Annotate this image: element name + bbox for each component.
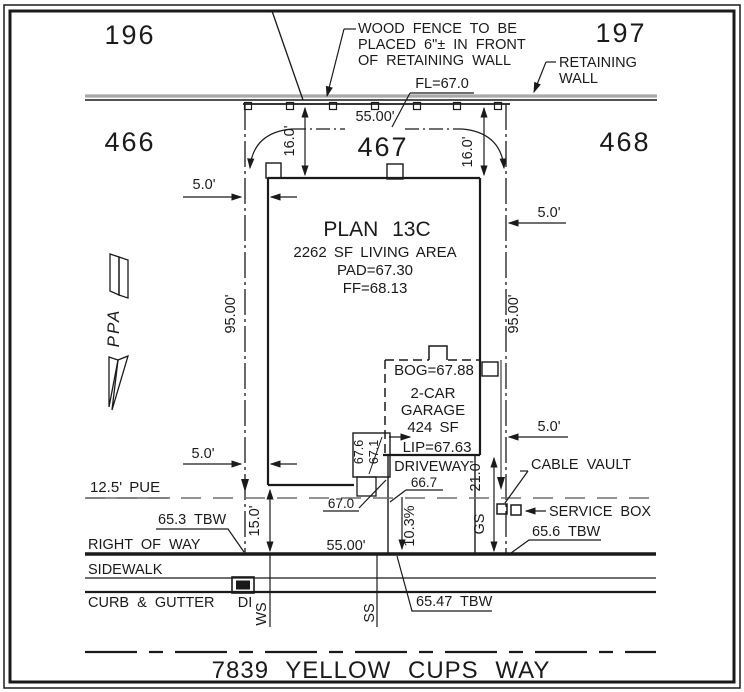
- depth-arrow-right: [497, 477, 505, 490]
- lot-depth-right-label: 95.00': [506, 294, 522, 333]
- sheet-border-outer: [3, 4, 741, 689]
- setback-right-bottom-label: 5.0': [538, 419, 561, 435]
- lot-number-197: 197: [595, 18, 646, 48]
- porch-post-right: [386, 163, 404, 180]
- lot-number-467: 467: [357, 132, 408, 162]
- north-arrow: PPA: [104, 253, 130, 411]
- slope-label: 10.3%: [402, 505, 418, 546]
- curb-gutter-label: CURB & GUTTER: [88, 595, 214, 611]
- service-box-label: SERVICE BOX: [549, 504, 651, 520]
- dim-55-arc-left: [247, 128, 293, 170]
- lip-elevation-label: LIP=67.63: [403, 439, 472, 456]
- right-of-way-label: RIGHT OF WAY: [88, 537, 201, 553]
- house-outline: [266, 176, 482, 487]
- sheet-border-inner: [8, 9, 736, 684]
- depth-arrow-left: [241, 479, 249, 492]
- stoop-elev-2: 67.1: [367, 440, 381, 464]
- lot-line-196-197: [271, 10, 304, 101]
- setback-left-top-label: 5.0': [193, 177, 216, 193]
- garage-label-3: 424 SF: [407, 419, 458, 436]
- front-dim-left: 16.0': [282, 125, 298, 156]
- bog-elevation-label: BOG=67.88: [394, 362, 474, 379]
- water-service-label: WS: [254, 602, 270, 625]
- pad-elevation-label: PAD=67.30: [337, 262, 413, 279]
- tbw-right-label: 65.6 TBW: [532, 524, 601, 540]
- retaining-wall-note: RETAINING WALL: [559, 55, 645, 87]
- tbw-left-label: 65.3 TBW: [158, 512, 227, 528]
- front-setback-dim: 15.0': [247, 505, 263, 536]
- drive-length-dim: 21.0': [468, 460, 484, 491]
- pue-label: 12.5' PUE: [90, 479, 160, 496]
- wood-fence-note: WOOD FENCE TO BE PLACED 6"± IN FRONT OF …: [358, 21, 533, 69]
- lot-number-468: 468: [599, 127, 650, 157]
- lot-width-dim-bottom: 55.00': [326, 538, 365, 554]
- service-box: [510, 504, 522, 516]
- fence-posts: [243, 101, 503, 111]
- lot-width-dim-top: 55.00': [355, 109, 394, 125]
- driveway-label: DRIVEWAY: [394, 459, 470, 475]
- leader-lines: [156, 28, 601, 612]
- stoop-elev-1: 67.6: [352, 440, 366, 464]
- street-name: 7839 YELLOW CUPS WAY: [212, 657, 551, 684]
- front-dim-right: 16.0': [460, 136, 476, 167]
- setback-right-top-label: 5.0': [538, 205, 561, 221]
- setback-left-bottom-label: 5.0': [192, 446, 215, 462]
- fl-elevation-label: FL=67.0: [415, 76, 469, 92]
- garage-label-2: GARAGE: [401, 402, 465, 419]
- garage-label-1: 2-CAR: [410, 385, 455, 402]
- plan-title: PLAN 13C: [323, 218, 430, 241]
- lot-number-196: 196: [104, 20, 155, 50]
- cable-vault-box: [496, 503, 508, 515]
- drain-inlet-label: DI: [238, 595, 253, 611]
- stoop-elev-3: 67.0: [328, 496, 354, 511]
- utility-pad-square: [481, 361, 499, 377]
- drain-inlet: [231, 576, 255, 594]
- sewer-service-label: SS: [362, 603, 378, 622]
- lot-number-466: 466: [104, 127, 155, 157]
- ff-elevation-label: FF=68.13: [343, 280, 408, 297]
- gas-service-label: GS: [472, 514, 488, 535]
- dim-55-arc-right: [461, 128, 507, 170]
- cable-vault-label: CABLE VAULT: [531, 457, 631, 473]
- entry-stoop: [352, 432, 391, 497]
- porch-post-left: [265, 162, 282, 179]
- sidewalk-label: SIDEWALK: [88, 562, 163, 578]
- living-area-label: 2262 SF LIVING AREA: [293, 244, 456, 261]
- tbw-center-label: 65.47 TBW: [416, 594, 493, 610]
- garage-outline: [384, 345, 480, 455]
- driveway-elevation: 66.7: [411, 475, 437, 490]
- north-arrow-letters: PPA: [104, 309, 123, 348]
- lot-depth-left-label: 95.00': [223, 294, 239, 333]
- setback-arrows: [183, 193, 568, 468]
